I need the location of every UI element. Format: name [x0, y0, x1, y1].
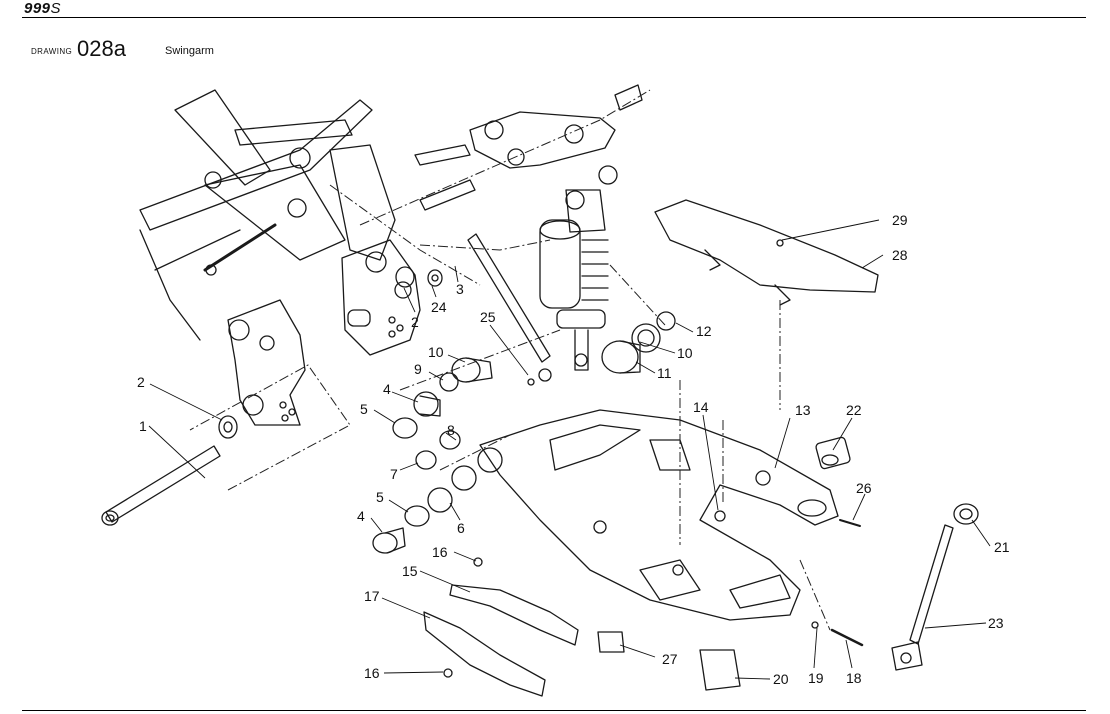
right-bracket [341, 239, 421, 356]
callout-9: 9 [414, 361, 422, 377]
callout-29: 29 [892, 212, 908, 228]
callout-1: 1 [139, 418, 147, 434]
shock-absorber [539, 165, 618, 371]
chain-slider [423, 611, 546, 697]
callout-2: 2 [411, 314, 419, 330]
drawing-label: DRAWING [31, 47, 73, 56]
callout-28: 28 [892, 247, 908, 263]
callout-13: 13 [795, 402, 811, 418]
tie-rod [467, 233, 552, 386]
model-name: 999S [24, 0, 61, 17]
pivot-shaft [101, 445, 221, 526]
bushing-set [372, 311, 676, 554]
callout-24: 24 [431, 299, 447, 315]
header-divider [22, 17, 1086, 18]
callout-5: 5 [360, 401, 368, 417]
callout-3: 3 [456, 281, 464, 297]
callout-4: 4 [357, 508, 365, 524]
alignment-lines [189, 89, 831, 631]
callout-18: 18 [846, 670, 862, 686]
chain-guard [449, 584, 579, 646]
callout-5: 5 [376, 489, 384, 505]
callout-8: 8 [447, 422, 455, 438]
callout-25: 25 [480, 309, 496, 325]
small-hardware [443, 239, 864, 691]
rocker-linkage [414, 84, 643, 211]
callout-27: 27 [662, 651, 678, 667]
model-name-bold: 999 [24, 0, 51, 17]
callout-10: 10 [428, 344, 444, 360]
callout-16: 16 [364, 665, 380, 681]
callout-7: 7 [390, 466, 398, 482]
chain-guard-cover [654, 199, 879, 306]
callout-2: 2 [137, 374, 145, 390]
callout-11: 11 [657, 365, 672, 381]
callout-17: 17 [364, 588, 380, 604]
callout-4: 4 [383, 381, 391, 397]
callout-10: 10 [677, 345, 693, 361]
frame-assembly [139, 89, 396, 341]
leader-lines [148, 219, 991, 680]
drawing-number: 028a [77, 36, 126, 61]
callout-19: 19 [808, 670, 824, 686]
callout-15: 15 [402, 563, 418, 579]
footer-divider [22, 710, 1086, 711]
swingarm-body [477, 409, 839, 621]
callout-20: 20 [773, 671, 789, 687]
callout-26: 26 [856, 480, 872, 496]
callout-23: 23 [988, 615, 1004, 631]
callout-21: 21 [994, 539, 1010, 555]
drawing-title: Swingarm [165, 45, 214, 57]
washer-part [218, 266, 443, 439]
callout-14: 14 [693, 399, 709, 415]
callout-12: 12 [696, 323, 712, 339]
model-name-suffix: S [50, 0, 62, 17]
callout-22: 22 [846, 402, 862, 418]
callout-6: 6 [457, 520, 465, 536]
wheel-axle [891, 503, 979, 671]
callout-16: 16 [432, 544, 448, 560]
left-bracket [227, 299, 306, 426]
callout-labels: 1 2 2 2 3 24 25 4 4 5 5 6 7 8 9 10 10 11… [137, 212, 1010, 687]
